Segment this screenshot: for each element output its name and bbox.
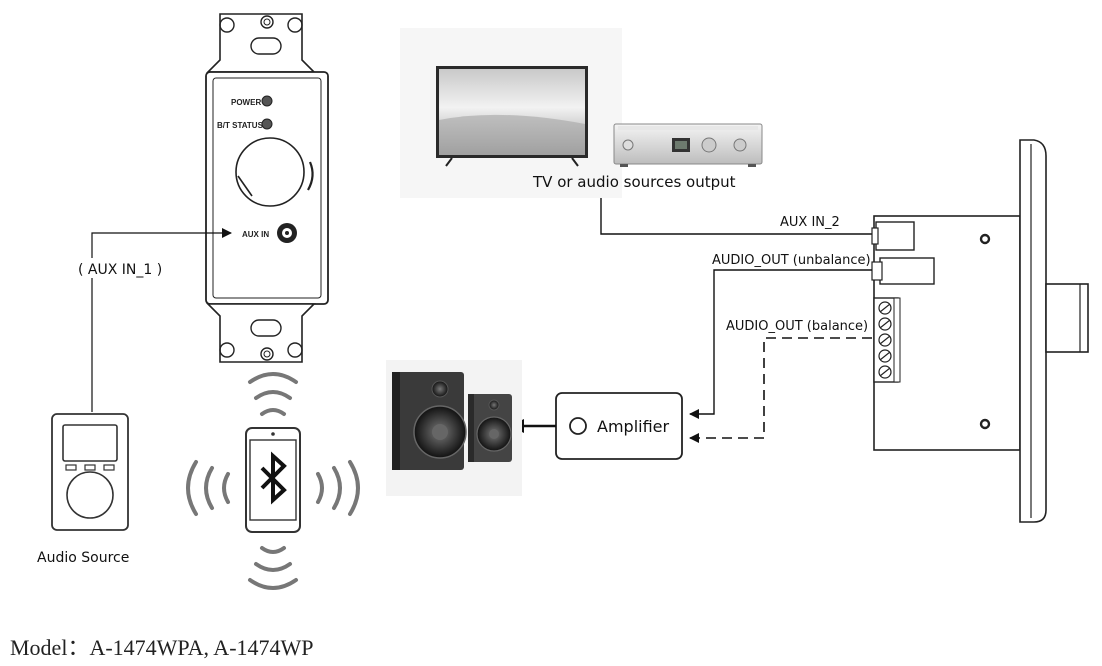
audio-source-label: Audio Source [37, 550, 129, 566]
module-side-view [871, 139, 1089, 523]
bluetooth-signal-waves [186, 372, 360, 590]
aux-in-jack[interactable] [277, 223, 297, 243]
aux-in-jack-label: AUX IN [242, 230, 269, 239]
aux-in-1-label: ( AUX IN_1 ) [78, 262, 162, 278]
bt-status-led [261, 118, 273, 130]
aux-in-2-label: AUX IN_2 [780, 215, 840, 230]
tv-sources-label: TV or audio sources output [532, 173, 736, 191]
power-led-label: POWER [231, 98, 261, 107]
speakers-icon [386, 360, 522, 496]
phone-icon [245, 427, 301, 533]
wall-plate-front: POWER B/T STATUS AUX IN [205, 13, 329, 363]
tv-icon [436, 66, 588, 167]
aux-in-2-cable [600, 198, 872, 235]
aux-in-1-cable [91, 228, 232, 412]
model-caption: Model：A-1474WPA, A-1474WP [10, 635, 314, 660]
volume-knob[interactable] [235, 137, 314, 207]
audio-out-unbalance-label: AUDIO_OUT (unbalance) [712, 253, 871, 268]
audio-out-balance-cable [689, 337, 872, 443]
bluetooth-icon [260, 451, 287, 505]
audio-out-balance-label: AUDIO_OUT (balance) [726, 319, 868, 334]
audio-receiver-icon [613, 123, 763, 167]
amplifier-label: Amplifier [597, 417, 670, 436]
bt-status-led-label: B/T STATUS [217, 121, 264, 130]
power-led [261, 95, 273, 107]
media-player-icon [51, 413, 129, 531]
audio-out-unbalance-cable [689, 269, 872, 419]
